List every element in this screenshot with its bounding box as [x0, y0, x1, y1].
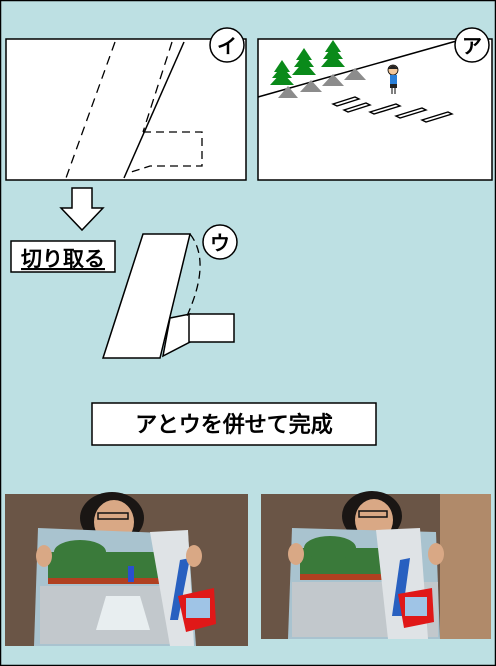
- cut-out-label: 切り取る: [10, 240, 116, 273]
- board-left-pole: [170, 558, 190, 620]
- left-hand: [36, 545, 52, 567]
- cut-piece-dashed-line: [185, 233, 201, 319]
- crosswalk-stripe: [342, 102, 372, 113]
- panel-a-horizon-line: [257, 39, 461, 98]
- panel-i-frame: [5, 38, 247, 181]
- crosswalk: [331, 96, 454, 123]
- badge-u: ウ: [202, 224, 238, 260]
- tree-tier: [321, 53, 345, 67]
- crosswalk-stripe: [331, 96, 361, 107]
- photo-left: [5, 492, 248, 646]
- crosswalk-stripe: [420, 111, 454, 123]
- crosswalk-stripe: [394, 107, 428, 119]
- board-right-pole: [392, 558, 410, 616]
- tree-shadow: [344, 68, 366, 80]
- crosswalk-stripe: [368, 103, 402, 115]
- cut-out-label-box: [10, 240, 116, 273]
- panel-i-solid-line: [123, 41, 185, 179]
- tree-tier: [294, 54, 314, 67]
- combine-caption: アとウを併せて完成: [91, 402, 377, 446]
- badge-a-circle: [454, 27, 490, 63]
- board-left-tree-top: [54, 540, 106, 564]
- combine-caption-box: [91, 402, 377, 446]
- cut-piece-mirror: [188, 313, 235, 343]
- cut-out-label-text: 切り取る: [21, 247, 105, 271]
- tree-tier: [270, 72, 294, 85]
- right-hand: [186, 545, 202, 567]
- tree: [292, 48, 316, 75]
- panel-u-piece: [101, 233, 235, 359]
- tree-shadow: [322, 74, 344, 86]
- badge-u-label: ウ: [210, 231, 230, 255]
- combine-caption-text: アとウを併せて完成: [135, 412, 333, 438]
- tree: [321, 40, 345, 67]
- person-glasses: [97, 512, 129, 520]
- badge-a: ア: [454, 27, 490, 63]
- board-left-crosswalk: [96, 596, 150, 630]
- down-arrow-icon: [59, 187, 105, 232]
- tree-tier: [292, 61, 316, 75]
- cut-piece-body: [101, 233, 191, 359]
- panel-i-dashed-line-mid: [142, 41, 173, 133]
- panel-i-dashed-mirror: [127, 131, 203, 174]
- badge-i: イ: [209, 27, 245, 63]
- tree-tier: [323, 46, 343, 59]
- badge-a-label: ア: [462, 34, 482, 58]
- board-left-mirror-glass: [186, 598, 210, 618]
- board-left-child: [128, 566, 134, 582]
- tree-shadow: [300, 80, 322, 92]
- panel-a: [257, 38, 493, 181]
- board-right-tree-top: [304, 536, 356, 560]
- panel-i-dashed-line-left: [65, 41, 116, 179]
- child-figure: [387, 64, 399, 94]
- child-shirt: [390, 75, 397, 84]
- board-right-fence: [300, 574, 410, 580]
- board-left-fence: [48, 578, 160, 584]
- left-hand: [288, 543, 304, 565]
- right-hand: [428, 543, 444, 565]
- panel-a-frame: [257, 38, 493, 181]
- panel-i: [5, 38, 247, 181]
- tree-shadows: [278, 68, 366, 98]
- tree-shadow: [278, 86, 298, 98]
- person-glasses: [358, 510, 388, 518]
- board-right-mirror-glass: [405, 597, 427, 616]
- badge-u-circle: [202, 224, 238, 260]
- child-shorts: [390, 84, 397, 88]
- photo-right-wall: [440, 494, 491, 639]
- tree: [270, 60, 294, 85]
- photo-right: [261, 491, 491, 639]
- badge-i-circle: [209, 27, 245, 63]
- child-hair: [388, 65, 398, 69]
- badge-i-label: イ: [217, 34, 237, 58]
